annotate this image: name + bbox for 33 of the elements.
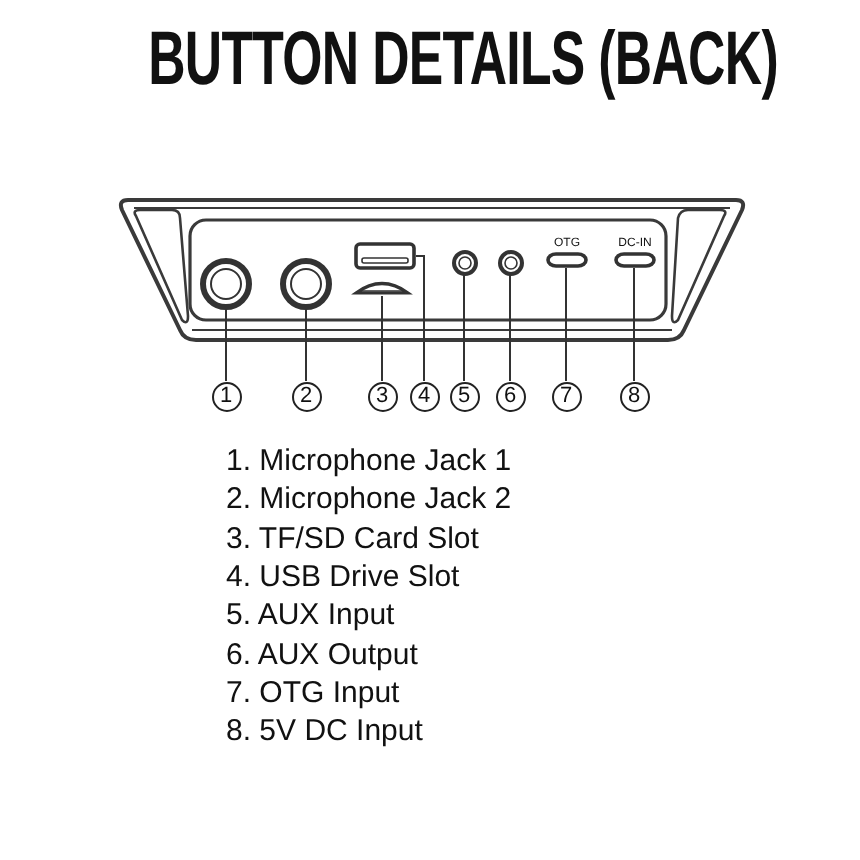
port-description: 7. OTG Input [226,675,400,712]
otg-port [546,252,588,268]
card-slot [354,278,410,296]
callout-number: 2 [291,381,321,411]
leader-line [305,309,307,382]
audio-jack [451,249,477,275]
leader-line [565,267,567,382]
dc-power-port [614,252,656,268]
port-description: 5. AUX Input [226,598,395,635]
callout-number: 3 [367,381,397,411]
leader-line [415,255,425,382]
port-description: 2. Microphone Jack 2 [226,482,512,519]
port-description: 6. AUX Output [226,637,418,673]
audio-jack [497,249,523,275]
port-description: 3. TF/SD Card Slot [226,521,479,558]
callout-number: 7 [551,381,581,411]
title: BUTTON DETAILS (BACK) [148,16,778,104]
callout-number: 1 [211,381,241,411]
callout-number: 8 [619,381,649,411]
microphone-jack [200,258,252,310]
callout-number: 4 [409,381,439,411]
leader-line [381,295,383,382]
leader-line [463,274,465,382]
port-description: 1. Microphone Jack 1 [226,444,512,480]
port-description: 8. 5V DC Input [226,714,423,751]
callout-number: 5 [449,381,479,411]
port-description: 4. USB Drive Slot [226,559,460,596]
leader-line [633,267,635,382]
leader-line [509,274,511,382]
leader-line [225,309,227,382]
callout-number: 6 [495,381,525,411]
microphone-jack [280,258,332,310]
usb-slot [354,242,416,270]
